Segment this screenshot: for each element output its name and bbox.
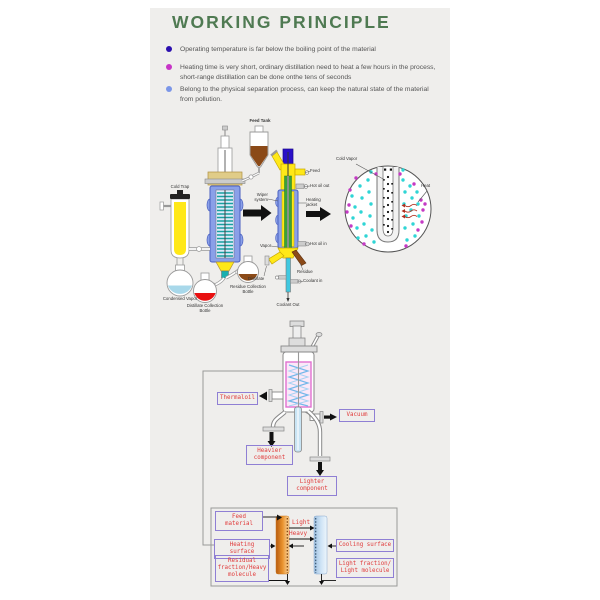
bullet-dot-icon <box>166 64 172 70</box>
feed-tank-label: Feed Tank <box>249 118 271 123</box>
thermal-oil-label: Thermaloil <box>217 392 258 405</box>
cooling-surface-bar <box>313 515 328 575</box>
bullet-item: Operating temperature is far below the b… <box>166 45 438 55</box>
vapor-label: Vapor <box>260 242 272 248</box>
right-arrow-icon <box>306 207 331 221</box>
lighter-component-label: Lighter component <box>287 476 337 496</box>
right-arrow-icon <box>243 205 272 221</box>
distillate-bottle-label: Distillate Collection Bottle <box>186 303 224 313</box>
residue-label: Residue <box>297 269 313 274</box>
bullet-dot-icon <box>166 86 172 92</box>
evaporator-column-diagram <box>263 148 311 302</box>
heat-wave-icon <box>401 203 418 219</box>
hot-oil-out-label: Hot oil out <box>310 182 330 188</box>
bullet-text: Belong to the physical separation proces… <box>180 86 429 103</box>
hot-oil-in-label: Hot oil in <box>310 240 327 246</box>
principle-panel-diagram <box>210 507 398 587</box>
condensed-vapor-label: Condensed Vapor <box>162 296 198 301</box>
page-title: WORKING PRINCIPLE <box>172 12 391 32</box>
wiper-system-label: Wiper system <box>254 192 268 202</box>
content-panel <box>150 8 450 600</box>
bullet-dot-icon <box>166 46 172 52</box>
light-label: Light <box>292 519 311 526</box>
bullet-text: Heating time is very short, ordinary dis… <box>180 64 436 81</box>
hot-molecule-dots <box>345 172 427 248</box>
heavier-component-label: Heavier component <box>246 445 293 465</box>
residue-bottle-label: Residue Collection Bottle <box>230 284 266 294</box>
bullet-item: Belong to the physical separation proces… <box>166 85 438 104</box>
bullet-item: Heating time is very short, ordinary dis… <box>166 63 438 82</box>
cooling-surface-label: Cooling surface <box>336 539 394 552</box>
distillation-unit-diagram <box>159 125 269 303</box>
feed-material-label: Feed material <box>215 511 263 531</box>
coolant-out-label: Coolant Out <box>276 302 300 307</box>
bullet-text: Operating temperature is far below the b… <box>180 46 376 53</box>
heating-surface-bar <box>275 515 290 575</box>
light-fraction-label: Light fraction/ Light molecule <box>336 558 394 578</box>
cold-trap-label: Cold Trap <box>170 184 190 189</box>
heavy-label: Heavy <box>289 530 308 537</box>
coolant-in-label: Coolant in <box>303 278 323 283</box>
heating-surface-label: Heating surface <box>214 539 270 559</box>
distillate-label: Distillate <box>248 275 265 281</box>
cold-vapor-label: Cold Vapor <box>336 156 358 161</box>
heat-label: Heat <box>421 183 431 188</box>
heating-jacket-label: Heating jacket <box>306 197 321 207</box>
molecule-inset-diagram <box>344 163 432 253</box>
feed-label: Feed <box>310 168 320 173</box>
glass-evaporator-diagram <box>202 320 337 546</box>
residual-fraction-label: Residual fraction/Heavy molecule <box>215 555 269 582</box>
vacuum-label: Vacuum <box>339 409 375 422</box>
cold-molecule-dots <box>350 168 421 244</box>
